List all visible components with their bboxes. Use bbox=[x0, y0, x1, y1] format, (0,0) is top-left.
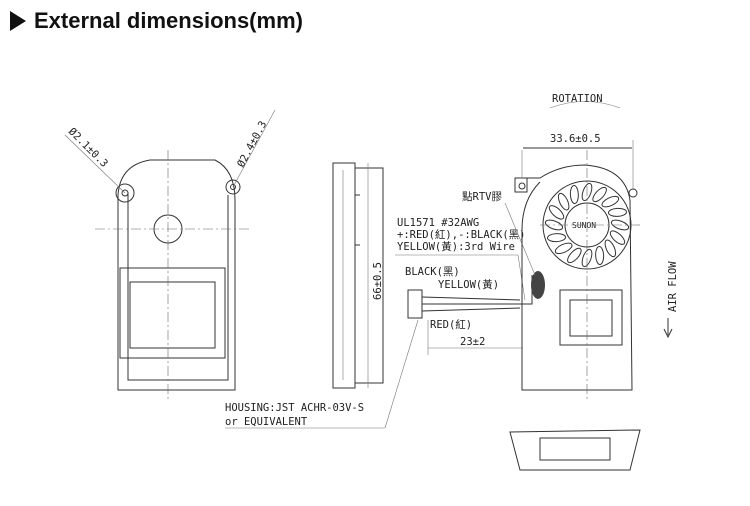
rtv-label: 點RTV膠 bbox=[462, 190, 502, 203]
width-dim: 33.6±0.5 bbox=[550, 133, 601, 145]
fan-blade bbox=[601, 195, 620, 208]
fan-blade bbox=[595, 245, 605, 265]
lead-length-dim: 23±2 bbox=[460, 336, 485, 348]
wire-spec-line1: UL1571 #32AWG bbox=[397, 217, 479, 229]
front-view: Ø2.1±0.3 Ø2.4±0.3 bbox=[64, 109, 276, 400]
fan-blade bbox=[569, 185, 579, 205]
fan-view: SUNON 33.6±0.5 ROTATION AIR FLOW bbox=[509, 93, 679, 471]
fan-blade bbox=[554, 242, 573, 255]
wire-spec-line2: +:RED(紅),-:BLACK(黑) bbox=[397, 229, 525, 241]
fan-blade bbox=[592, 186, 607, 203]
fan-blade bbox=[548, 205, 565, 220]
hole-left-dim: Ø2.1±0.3 bbox=[66, 126, 110, 170]
hole-right-dim: Ø2.4±0.3 bbox=[235, 119, 269, 169]
fan-blade bbox=[607, 207, 627, 217]
fan-blade bbox=[544, 219, 564, 231]
wire-spec-line3: YELLOW(黃):3rd Wire bbox=[397, 240, 515, 253]
fan-blades bbox=[544, 182, 630, 268]
fan-blade bbox=[581, 248, 593, 268]
fan-blade bbox=[581, 182, 593, 202]
fan-blade bbox=[557, 192, 570, 211]
wire-yellow-label: YELLOW(黃) bbox=[438, 278, 499, 291]
rotation-label: ROTATION bbox=[552, 93, 603, 105]
wire-black-label: BLACK(黑) bbox=[405, 266, 460, 278]
fan-blade bbox=[604, 239, 617, 258]
side-view: 66±0.5 bbox=[332, 162, 384, 389]
fan-blade bbox=[609, 230, 626, 245]
connector-wires: 23±2 BLACK(黑) YELLOW(黃) RED(紅) UL1571 #3… bbox=[225, 190, 545, 429]
triangle-bullet-icon bbox=[10, 11, 26, 31]
air-flow-label: AIR FLOW bbox=[667, 261, 679, 312]
section-title-text: External dimensions(mm) bbox=[34, 8, 303, 33]
fan-blade bbox=[547, 233, 567, 243]
brand-label: SUNON bbox=[572, 221, 596, 230]
fan-blade bbox=[567, 247, 582, 264]
wire-red-label: RED(紅) bbox=[430, 319, 472, 331]
height-dim: 66±0.5 bbox=[372, 262, 384, 300]
housing-label-line2: or EQUIVALENT bbox=[225, 416, 308, 428]
section-title: External dimensions(mm) bbox=[10, 8, 303, 34]
housing-label-line1: HOUSING:JST ACHR-03V-S bbox=[225, 402, 364, 414]
fan-blade bbox=[610, 219, 630, 231]
